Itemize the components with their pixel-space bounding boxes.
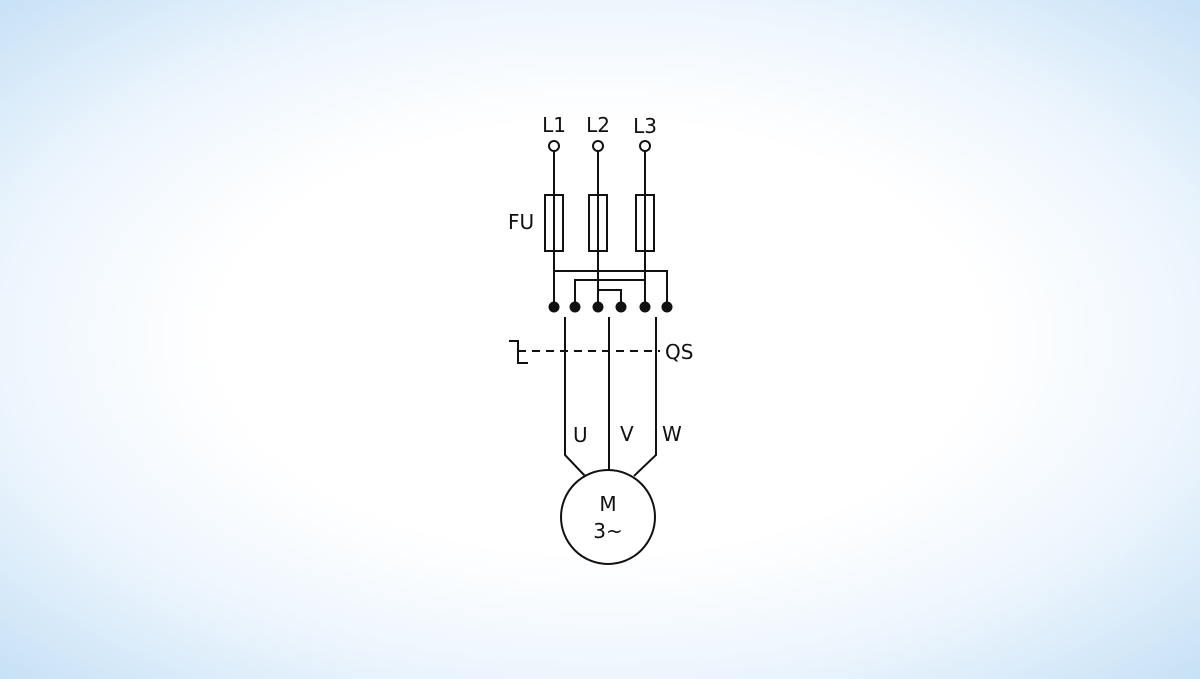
wire-l2-bridge	[598, 289, 622, 306]
terminal-l3	[639, 140, 651, 152]
label-l2: L2	[586, 113, 610, 137]
fuse-l3	[635, 194, 655, 252]
label-v: V	[620, 422, 634, 446]
terminal-l1	[548, 140, 560, 152]
wire-l1-bridge	[554, 270, 668, 306]
wire-l3-bridge	[574, 279, 645, 306]
label-l1: L1	[542, 113, 566, 137]
label-switch: QS	[665, 340, 693, 364]
label-fuse: FU	[508, 210, 534, 234]
fuse-l2	[588, 194, 608, 252]
label-u: U	[573, 423, 588, 447]
motor-type-label: 3~	[593, 519, 622, 543]
terminal-l2	[592, 140, 604, 152]
wire-u	[564, 317, 586, 477]
fuse-l1	[544, 194, 564, 252]
switch-contacts	[548, 301, 673, 313]
motor-symbol	[560, 469, 656, 565]
label-l3: L3	[633, 114, 657, 138]
wire-w	[633, 317, 657, 477]
motor-label: M	[599, 492, 616, 516]
label-w: W	[662, 422, 682, 446]
